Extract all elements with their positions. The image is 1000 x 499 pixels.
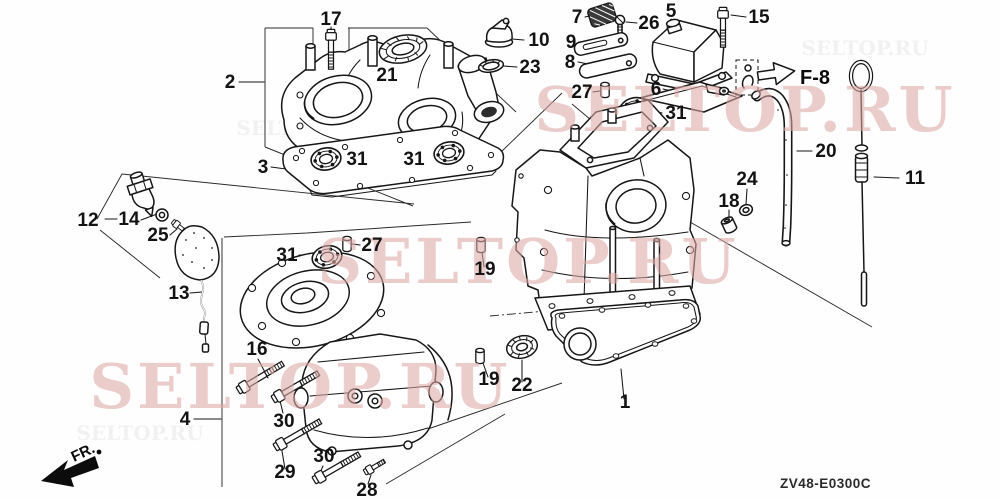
part-label: 8 <box>565 52 576 73</box>
part-label: 5 <box>666 1 677 22</box>
joint-nut-18 <box>720 216 738 234</box>
part-label: 31 <box>403 149 425 170</box>
tube-clip <box>735 59 759 96</box>
breather-screw-26 <box>614 14 626 35</box>
figure-ref-arrow: F-8 <box>756 61 830 89</box>
oil-seal-21 <box>378 34 428 64</box>
part-label: 14 <box>118 209 140 230</box>
part-label: 10 <box>528 30 549 51</box>
part-label: 12 <box>77 210 98 231</box>
flange-bolt-28 <box>362 456 388 477</box>
part-label: 26 <box>638 13 659 34</box>
figure-ref-label: F-8 <box>800 67 830 89</box>
block-top-deck <box>559 99 669 169</box>
part-label: 2 <box>225 72 236 93</box>
diagram-code: ZV48-E0300C <box>780 476 871 491</box>
scan-noise: SELTOP.RU <box>76 421 203 445</box>
part-label: 7 <box>572 7 583 28</box>
part-label: 4 <box>180 409 191 430</box>
oil-seal-22 <box>505 334 539 360</box>
part-label: 9 <box>566 32 577 53</box>
part-label: 23 <box>519 57 540 78</box>
part-label: 21 <box>376 65 398 86</box>
part-label: 30 <box>313 446 334 467</box>
breather-grille-7 <box>587 2 617 28</box>
part-label: 16 <box>246 339 267 360</box>
breather-plate-8 <box>578 53 638 79</box>
part-label: 24 <box>736 169 758 190</box>
part-label: 13 <box>168 283 189 304</box>
watermark: SELTOP.RU <box>534 73 955 146</box>
part-label: 11 <box>905 168 926 189</box>
part-label: 18 <box>718 191 739 212</box>
part-label: 25 <box>147 225 169 246</box>
cap-seal-23 <box>477 58 505 74</box>
part-label: 6 <box>651 79 662 100</box>
sealing-washer-24 <box>738 203 754 217</box>
watermark: SELTOP.RU <box>317 225 738 298</box>
part-label: 31 <box>346 149 368 170</box>
scan-noise: SELTOP.RU <box>801 36 928 60</box>
part-label: 27 <box>361 235 382 256</box>
part-label: 15 <box>748 7 770 28</box>
part-label: 31 <box>276 245 298 266</box>
front-direction-arrow: FR. <box>41 440 102 487</box>
part-label: 22 <box>511 375 532 396</box>
part-label: 29 <box>274 462 295 483</box>
stud <box>305 35 454 71</box>
breather-chamber-plate-6 <box>639 81 743 113</box>
oil-pan-gasket-1 <box>550 298 702 366</box>
part-label: 3 <box>258 157 269 178</box>
switch-washer-14 <box>155 208 169 222</box>
oil-pressure-switch-12 <box>126 171 155 218</box>
crankcase-cover <box>239 251 453 456</box>
breather-plate-9 <box>573 32 629 56</box>
part-label: 1 <box>620 392 631 413</box>
oil-dipstick-11 <box>848 59 874 307</box>
oil-level-float-13 <box>174 224 220 353</box>
part-label: 27 <box>571 82 592 103</box>
cylinder-bore <box>303 74 373 126</box>
part-label: 30 <box>273 411 294 432</box>
part-label: 28 <box>356 480 377 499</box>
part-label: 19 <box>478 369 499 390</box>
gasket-plate-3 <box>282 125 505 198</box>
crank-chamber-bore <box>605 179 667 233</box>
oil-filler-cap-10 <box>484 17 514 48</box>
breather-cover-5 <box>645 18 733 93</box>
breather-tube-20 <box>751 87 793 247</box>
part-label: 17 <box>320 9 341 30</box>
watermark: SELTOP.RU <box>89 350 510 423</box>
part-label: 31 <box>665 103 687 124</box>
part-label: 20 <box>815 141 836 162</box>
gasket-holes <box>292 129 495 190</box>
part-label: 19 <box>474 259 495 280</box>
part-number-labels: 17 2 21 10 23 7 26 5 15 9 8 27 6 31 20 1… <box>77 1 925 499</box>
